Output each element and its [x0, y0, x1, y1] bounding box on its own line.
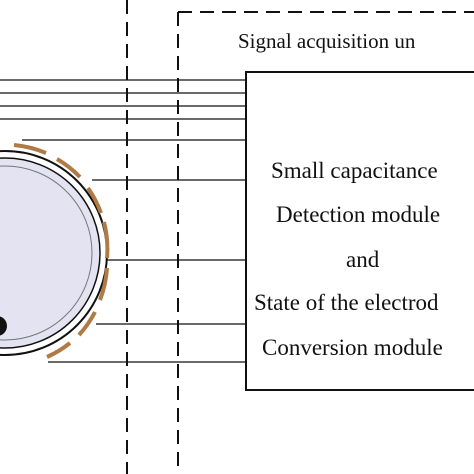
electrode [86, 186, 103, 214]
electrode [55, 157, 82, 179]
signal-unit-title: Signal acquisition un [238, 29, 416, 53]
electrode [77, 311, 97, 337]
module-text-line-1: Small capacitance [271, 158, 438, 183]
module-text-line-3: and [346, 247, 380, 272]
electrode [98, 267, 109, 301]
sensor-target-object [0, 316, 7, 336]
electrode [46, 341, 72, 359]
sensor-core [0, 165, 93, 341]
module-text-line-4: State of the electrod [254, 290, 439, 315]
electrode [13, 143, 47, 155]
sensor-cross-section [0, 143, 110, 359]
module-box [245, 71, 474, 391]
module-text-line-5: Conversion module [262, 335, 443, 360]
electrode [102, 221, 110, 259]
module-text-line-2: Detection module [276, 202, 441, 227]
